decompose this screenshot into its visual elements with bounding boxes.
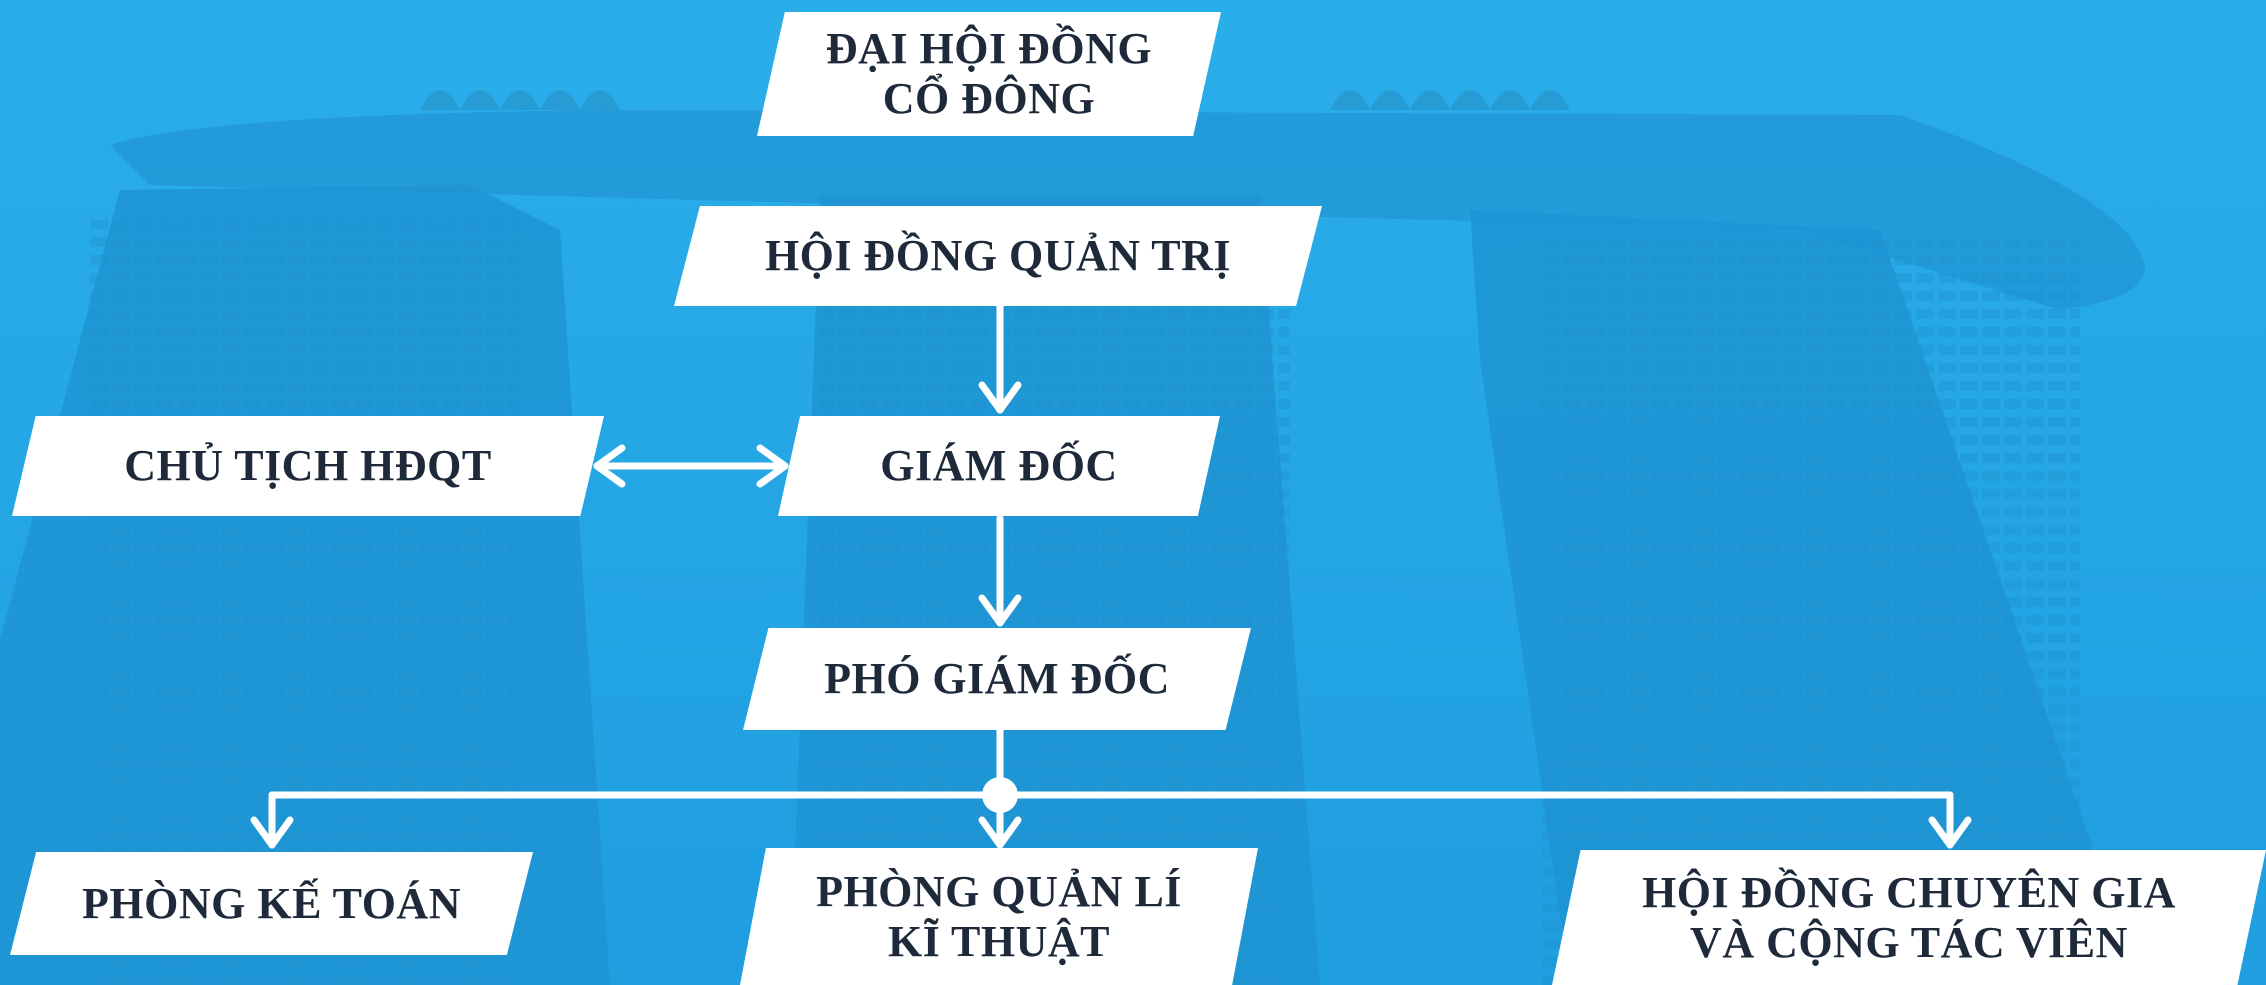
junction-dot bbox=[982, 777, 1018, 813]
edge-board-to-director-arrowhead bbox=[978, 381, 1022, 414]
node-label: PHÒNG KẾ TOÁN bbox=[82, 878, 461, 928]
node-label: HỘI ĐỒNG QUẢN TRỊ bbox=[764, 231, 1232, 280]
edge-director-to-deputy-arrowhead bbox=[978, 594, 1022, 627]
edge-to-technical-arrowhead bbox=[978, 816, 1022, 849]
edge-director-arrowhead bbox=[756, 444, 789, 488]
node-label: HỘI ĐỒNG CHUYÊN GIA VÀ CỘNG TÁC VIÊN bbox=[1642, 867, 2176, 967]
node-label: PHÓ GIÁM ĐỐC bbox=[824, 654, 1170, 703]
node-shape bbox=[778, 416, 1220, 516]
node-deputy-director: PHÓ GIÁM ĐỐC bbox=[743, 628, 1251, 730]
node-board: HỘI ĐỒNG QUẢN TRỊ bbox=[674, 206, 1322, 306]
node-director: GIÁM ĐỐC bbox=[778, 416, 1220, 516]
node-shape bbox=[1552, 850, 2266, 985]
node-shareholders: ĐẠI HỘI ĐỒNG CỔ ĐÔNG bbox=[757, 12, 1221, 136]
node-chairman: CHỦ TỊCH HĐQT bbox=[12, 416, 604, 516]
node-shape bbox=[743, 628, 1251, 730]
node-label: CHỦ TỊCH HĐQT bbox=[124, 441, 492, 490]
node-technical: PHÒNG QUẢN LÍ KĨ THUẬT bbox=[740, 848, 1258, 985]
node-experts: HỘI ĐỒNG CHUYÊN GIA VÀ CỘNG TÁC VIÊN bbox=[1552, 850, 2266, 985]
node-label: ĐẠI HỘI ĐỒNG CỔ ĐÔNG bbox=[825, 24, 1153, 123]
node-label: PHÒNG QUẢN LÍ KĨ THUẬT bbox=[816, 866, 1182, 966]
node-shape bbox=[757, 12, 1221, 136]
node-shape bbox=[10, 852, 533, 955]
edge-chairman-arrowhead bbox=[593, 444, 626, 488]
edge-to-experts-arrowhead bbox=[1928, 816, 1972, 849]
edge-to-accounting-arrowhead bbox=[250, 816, 294, 849]
node-label: GIÁM ĐỐC bbox=[880, 441, 1118, 490]
node-shape bbox=[12, 416, 604, 516]
node-shape bbox=[674, 206, 1322, 306]
node-accounting: PHÒNG KẾ TOÁN bbox=[10, 852, 533, 955]
node-shape bbox=[740, 848, 1258, 985]
